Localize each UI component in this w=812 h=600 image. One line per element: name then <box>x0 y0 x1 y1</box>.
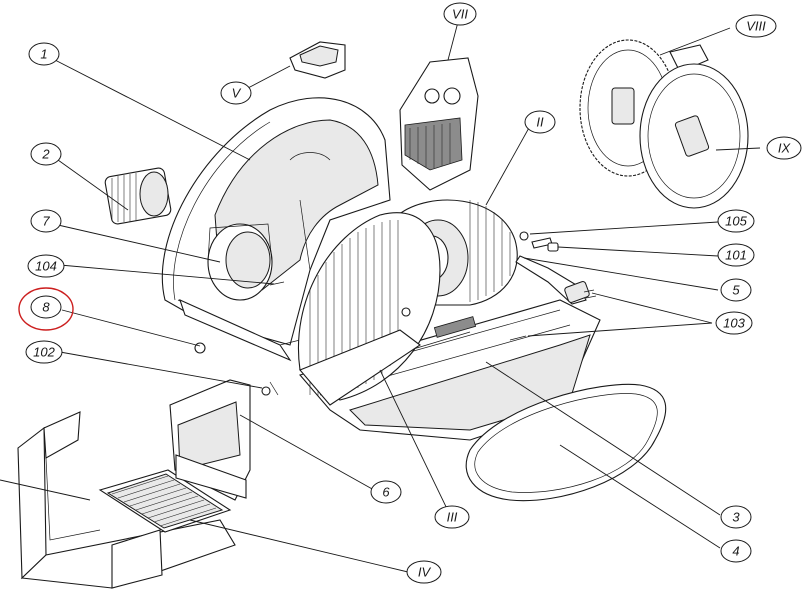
callout-viii: VIII <box>735 14 777 38</box>
svg-text:101: 101 <box>725 248 747 263</box>
part-7-ring <box>207 223 273 301</box>
svg-text:II: II <box>536 115 544 130</box>
callout-6: 6 <box>370 480 402 504</box>
small-hardware <box>194 231 597 396</box>
part-ix-blade-cover <box>639 63 749 209</box>
callout-ix: IX <box>766 136 802 160</box>
callout-4: 4 <box>720 539 752 563</box>
svg-text:105: 105 <box>725 214 747 229</box>
svg-text:1: 1 <box>40 47 47 62</box>
svg-text:7: 7 <box>42 214 50 229</box>
svg-text:VIII: VIII <box>746 19 766 34</box>
highlight-circle <box>18 287 74 331</box>
callout-104: 104 <box>27 254 65 278</box>
svg-text:V: V <box>232 86 242 101</box>
svg-text:6: 6 <box>382 485 390 500</box>
svg-text:4: 4 <box>732 544 739 559</box>
part-vii-motor <box>399 57 479 191</box>
svg-text:2: 2 <box>41 147 50 162</box>
svg-text:IX: IX <box>778 141 792 156</box>
svg-text:III: III <box>447 510 458 525</box>
svg-text:VII: VII <box>452 7 468 22</box>
part-food-carriage <box>17 411 236 589</box>
callout-101: 101 <box>717 243 755 267</box>
callout-iv: IV <box>406 560 442 584</box>
part-v-cover <box>289 41 346 79</box>
svg-text:5: 5 <box>732 283 740 298</box>
callout-5: 5 <box>720 278 752 302</box>
callout-103: 103 <box>715 311 753 335</box>
callout-105: 105 <box>717 209 755 233</box>
callout-iii: III <box>434 505 470 529</box>
svg-text:8: 8 <box>42 300 50 315</box>
callout-3: 3 <box>720 505 752 529</box>
svg-text:3: 3 <box>732 510 740 525</box>
part-3-base <box>299 299 601 441</box>
callout-v: V <box>220 81 252 105</box>
callout-ii: II <box>524 110 556 134</box>
part-2-gear-knob <box>104 167 172 225</box>
callout-7: 7 <box>30 209 62 233</box>
callout-8: 8 <box>18 287 74 331</box>
callout-2: 2 <box>30 142 62 166</box>
part-4-foot-ring <box>465 383 667 502</box>
svg-text:103: 103 <box>723 316 745 331</box>
callout-102: 102 <box>25 340 63 364</box>
leader-lines <box>0 21 761 573</box>
svg-text:IV: IV <box>418 565 432 580</box>
svg-text:102: 102 <box>33 345 55 360</box>
svg-text:104: 104 <box>35 259 57 274</box>
callout-1: 1 <box>28 42 60 66</box>
part-iii-plate <box>298 212 441 406</box>
callout-vii: VII <box>443 2 477 26</box>
part-6-end-piece <box>169 379 251 501</box>
